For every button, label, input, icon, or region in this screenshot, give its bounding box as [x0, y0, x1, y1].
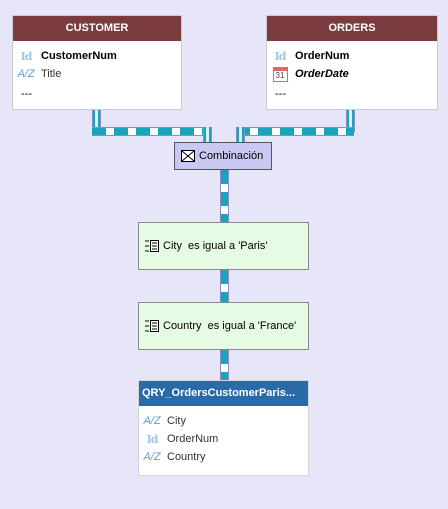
- connector-filter2-to-result: [220, 350, 229, 382]
- result-field[interactable]: A/Z Country: [143, 449, 206, 465]
- calendar-icon: 31: [271, 66, 289, 82]
- connector-filter1-to-filter2: [220, 270, 229, 302]
- filter-icon: [145, 320, 159, 332]
- az-icon: A/Z: [143, 415, 161, 427]
- table-title: CUSTOMER: [13, 16, 181, 41]
- field-label: City: [167, 415, 186, 427]
- connector-orders-down: [346, 110, 355, 132]
- az-icon: A/Z: [143, 451, 161, 463]
- az-icon: A/Z: [17, 68, 35, 80]
- filter-icon: [145, 240, 159, 252]
- filter-node-country[interactable]: Country es igual a 'France': [138, 302, 309, 350]
- table-field[interactable]: 31 OrderDate: [271, 66, 349, 82]
- orders-table[interactable]: ORDERS Id OrderNum 31 OrderDate ---: [266, 15, 438, 110]
- connector-orders-horizontal: [236, 127, 354, 136]
- result-title: QRY_OrdersCustomerParis...: [139, 381, 308, 406]
- table-field[interactable]: Id OrderNum: [271, 48, 350, 64]
- field-label: OrderDate: [295, 68, 349, 80]
- id-icon: Id: [146, 432, 159, 446]
- customer-table[interactable]: CUSTOMER Id CustomerNum A/Z Title ---: [12, 15, 182, 110]
- join-label: Combinación: [199, 150, 264, 162]
- connector-customer-down: [92, 110, 101, 132]
- result-query-box[interactable]: QRY_OrdersCustomerParis... A/Z City Id O…: [138, 380, 309, 476]
- more-fields-indicator: ---: [21, 88, 32, 100]
- field-label: OrderNum: [295, 50, 350, 62]
- table-field[interactable]: A/Z Title: [17, 66, 61, 82]
- field-label: OrderNum: [167, 433, 219, 445]
- id-icon: Id: [20, 49, 33, 63]
- connector-customer-horizontal: [92, 127, 210, 136]
- field-label: Title: [41, 68, 62, 80]
- id-icon: Id: [274, 49, 287, 63]
- field-label: CustomerNum: [41, 50, 117, 62]
- connector-join-to-filter1: [220, 170, 229, 222]
- field-label: Country: [167, 451, 206, 463]
- filter-label: Country es igual a 'France': [163, 320, 297, 332]
- join-icon: [181, 150, 195, 162]
- join-node[interactable]: Combinación: [174, 142, 272, 170]
- table-title: ORDERS: [267, 16, 437, 41]
- filter-node-city[interactable]: City es igual a 'Paris': [138, 222, 309, 270]
- connector-customer-to-join: [203, 127, 212, 142]
- filter-label: City es igual a 'Paris': [163, 240, 268, 252]
- more-fields-indicator: ---: [275, 88, 286, 100]
- connector-orders-to-join: [236, 127, 245, 142]
- table-field[interactable]: Id CustomerNum: [17, 48, 117, 64]
- result-field[interactable]: A/Z City: [143, 413, 186, 429]
- result-field[interactable]: Id OrderNum: [143, 431, 219, 447]
